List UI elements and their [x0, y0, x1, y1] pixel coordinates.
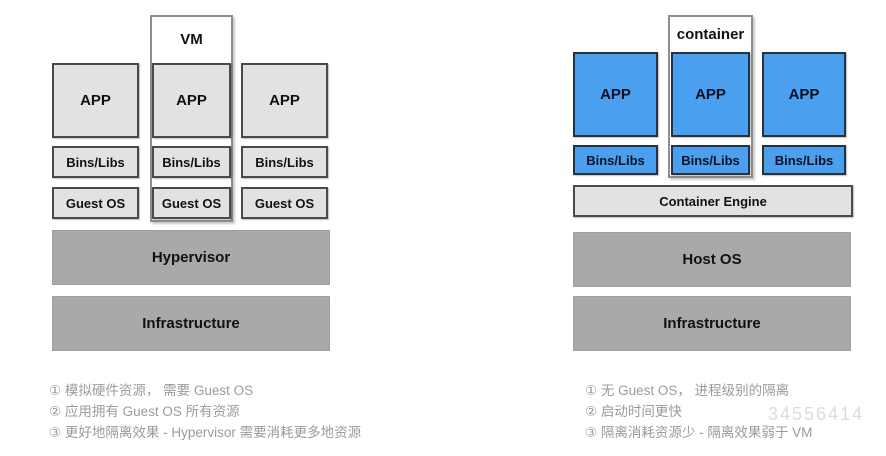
container-bins-libs-box-3: Bins/Libs [762, 145, 846, 175]
container-notes: ① 无 Guest OS， 进程级别的隔离 ② 启动时间更快 ③ 隔离消耗资源少… [585, 380, 812, 443]
container-engine-bar: Container Engine [573, 185, 853, 217]
guest-os-box-1: Guest OS [52, 187, 139, 219]
vm-app-box-3: APP [241, 63, 328, 138]
container-app-box-2: APP [671, 52, 750, 137]
container-app-box-1: APP [573, 52, 658, 137]
container-note-line-3: ③ 隔离消耗资源少 - 隔离效果弱于 VM [585, 425, 813, 440]
container-note-line-1: ① 无 Guest OS， 进程级别的隔离 [585, 383, 790, 398]
vm-note-line-3: ③ 更好地隔离效果 - Hypervisor 需要消耗更多地资源 [49, 425, 362, 440]
guest-os-box-2: Guest OS [152, 187, 231, 219]
container-note-line-2: ② 启动时间更快 [585, 404, 682, 419]
vm-bins-libs-box-3: Bins/Libs [241, 146, 328, 178]
host-os-bar: Host OS [573, 232, 851, 287]
vm-app-box-2: APP [152, 63, 231, 138]
right-infrastructure-bar: Infrastructure [573, 296, 851, 351]
watermark-text: 34556414 [768, 404, 865, 424]
vm-notes: ① 模拟硬件资源， 需要 Guest OS ② 应用拥有 Guest OS 所有… [49, 380, 361, 443]
vm-bins-libs-box-1: Bins/Libs [52, 146, 139, 178]
container-app-box-3: APP [762, 52, 846, 137]
vm-note-line-2: ② 应用拥有 Guest OS 所有资源 [49, 404, 240, 419]
container-wrapper-label: container [676, 25, 745, 43]
vm-note-line-1: ① 模拟硬件资源， 需要 Guest OS [49, 383, 254, 398]
vm-bins-libs-box-2: Bins/Libs [152, 146, 231, 178]
hypervisor-bar: Hypervisor [52, 230, 330, 285]
guest-os-box-3: Guest OS [241, 187, 328, 219]
container-bins-libs-box-2: Bins/Libs [671, 145, 750, 175]
container-bins-libs-box-1: Bins/Libs [573, 145, 658, 175]
vm-wrapper-label: VM [180, 30, 203, 48]
left-infrastructure-bar: Infrastructure [52, 296, 330, 351]
vm-app-box-1: APP [52, 63, 139, 138]
